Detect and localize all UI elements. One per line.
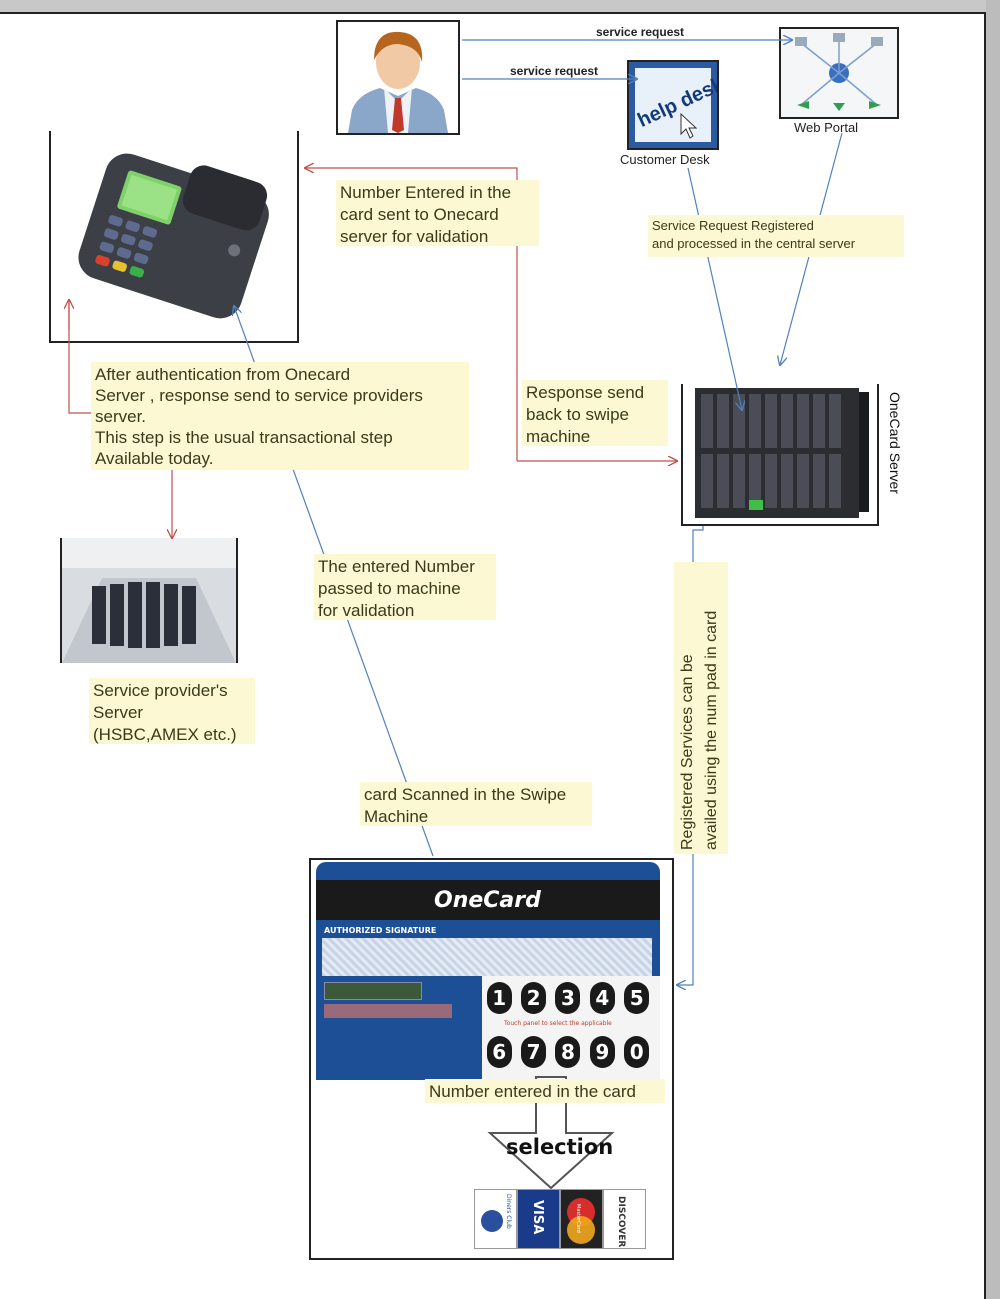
card-magstripe [316,880,660,920]
note-service-request-registered: Service Request Registered and processed… [648,215,904,257]
web-portal-frame [779,27,899,119]
service-request-mid-label: service request [510,64,599,78]
user-icon [338,22,458,133]
diners-club-icon [481,1210,503,1232]
blade-server-icon [683,384,877,522]
keypad-key[interactable]: 6 [486,1036,512,1068]
keypad-key[interactable]: 9 [589,1036,615,1068]
onecard-frame [309,858,674,1260]
mastercard-logo[interactable]: MasterCard [560,1189,603,1249]
visa-text: VISA [530,1200,545,1235]
keypad-key[interactable]: 3 [555,982,581,1014]
card-number-field [324,982,422,1000]
visa-logo[interactable]: VISA [517,1189,560,1249]
card-keypad-top: 1 2 3 4 5 [482,980,654,1016]
service-request-top-label: service request [596,25,685,39]
note-registered-services: Registered Services can be availed using… [674,562,728,854]
note-entered-number-passed: The entered Number passed to machine for… [314,554,496,620]
keypad-key[interactable]: 2 [521,982,547,1014]
payment-logos: Diners Club VISA MasterCard DISCOVER [474,1189,646,1249]
keypad-key[interactable]: 5 [624,982,650,1014]
swipe-machine-frame [49,131,299,343]
note-card-scanned: card Scanned in the Swipe Machine [360,782,592,826]
help-desk-frame: help desk [627,60,728,150]
mastercard-text: MasterCard [575,1204,581,1233]
discover-text: DISCOVER [616,1196,626,1248]
card-signature-label: AUTHORIZED SIGNATURE [324,926,437,935]
card-keypad-bottom: 6 7 8 9 0 [482,1034,654,1070]
datacenter-icon [62,538,236,663]
card-signature-strip [322,938,652,976]
window-scrollbar[interactable] [986,0,1000,1299]
diners-club-text: Diners Club [505,1194,512,1229]
keypad-key[interactable]: 0 [624,1036,650,1068]
onecard-server-label: OneCard Server [881,392,903,532]
note-registered-services-wrap: Registered Services can be availed using… [674,562,728,854]
swipe-machine-icon [78,153,269,319]
keypad-key[interactable]: 1 [486,982,512,1014]
web-portal-icon [781,29,897,117]
mastercard-yellow-circle [567,1216,595,1244]
keypad-key[interactable]: 4 [589,982,615,1014]
user-avatar-frame [336,20,460,135]
card-brand: OneCard [434,888,541,913]
discover-logo[interactable]: DISCOVER [603,1189,646,1249]
keypad-key[interactable]: 8 [555,1036,581,1068]
web-portal-label: Web Portal [794,120,859,135]
window-top-bar [0,0,1000,12]
note-number-entered-sent: Number Entered in the card sent to Oneca… [336,180,539,246]
note-response-send: Response send back to swipe machine [522,380,668,446]
keypad-hint: Touch panel to select the applicable [504,1020,612,1027]
onecard-server-label-text: OneCard Server [887,392,903,494]
document-page [0,12,986,1299]
keypad-key[interactable]: 7 [521,1036,547,1068]
note-after-authentication: After authentication from Onecard Server… [91,362,469,470]
diners-club-logo[interactable]: Diners Club [474,1189,517,1249]
onecard-server-frame [681,384,879,526]
note-number-entered-card: Number entered in the card [425,1079,665,1103]
card-name-field [324,1004,452,1018]
selection-label: selection [506,1135,614,1159]
note-service-provider-server: Service provider's Server (HSBC,AMEX etc… [89,678,255,744]
customer-desk-label: Customer Desk [620,152,710,167]
onecard-card: OneCard AUTHORIZED SIGNATURE 1 2 3 4 5 T… [316,862,660,1080]
service-provider-server-frame [60,538,238,663]
help-desk-icon: help desk [629,62,728,148]
